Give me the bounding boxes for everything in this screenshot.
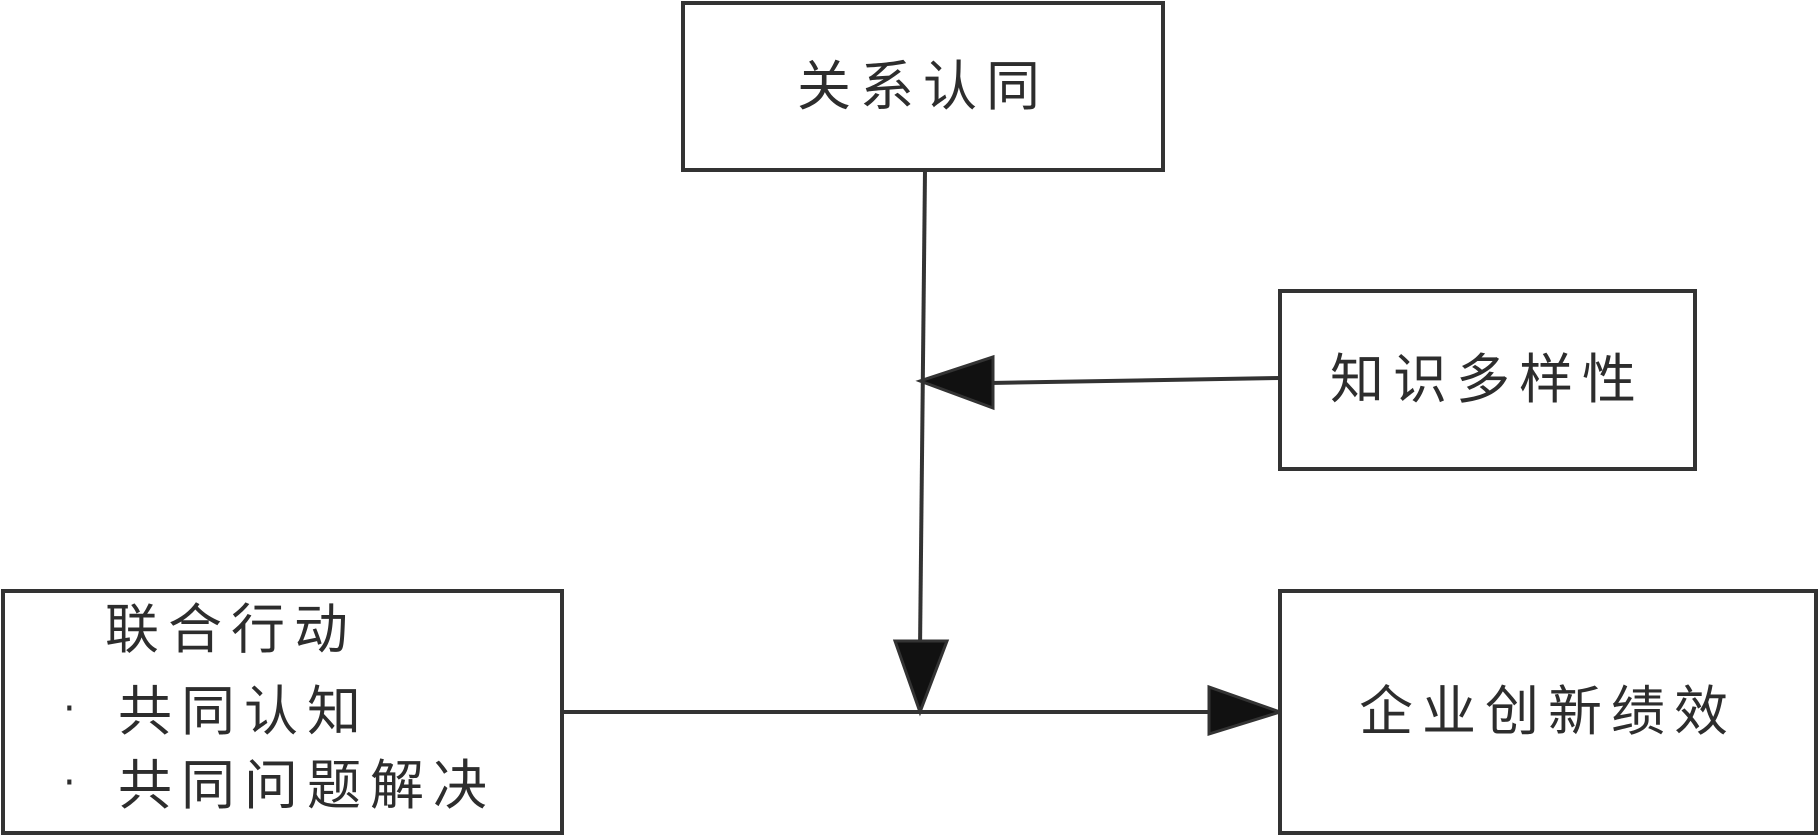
arrowhead-down: [892, 639, 950, 717]
node-innovation-performance: 企业创新绩效: [1278, 589, 1818, 835]
joint-action-item-1-bullet: ·: [63, 686, 76, 732]
joint-action-item-2-bullet: ·: [63, 760, 76, 806]
joint-action-item-1: 共同认知: [118, 680, 370, 743]
node-innovation-performance-label: 企业创新绩效: [1359, 680, 1737, 743]
joint-action-item-2: 共同问题解决: [118, 754, 496, 817]
arrowhead-right: [1207, 684, 1285, 737]
node-relation-identity-label: 关系认同: [797, 54, 1049, 118]
arrowhead-left: [915, 354, 995, 411]
node-relation-identity: 关系认同: [681, 1, 1165, 172]
connector-relation-identity-to-path: [918, 169, 927, 651]
connector-knowledge-diversity-to-vertical: [989, 376, 1281, 385]
node-joint-action-label: 联合行动: [105, 598, 357, 661]
node-knowledge-diversity-label: 知识多样性: [1330, 348, 1645, 411]
node-knowledge-diversity: 知识多样性: [1278, 289, 1697, 471]
node-joint-action: 联合行动 · 共同认知 · 共同问题解决: [1, 589, 564, 835]
